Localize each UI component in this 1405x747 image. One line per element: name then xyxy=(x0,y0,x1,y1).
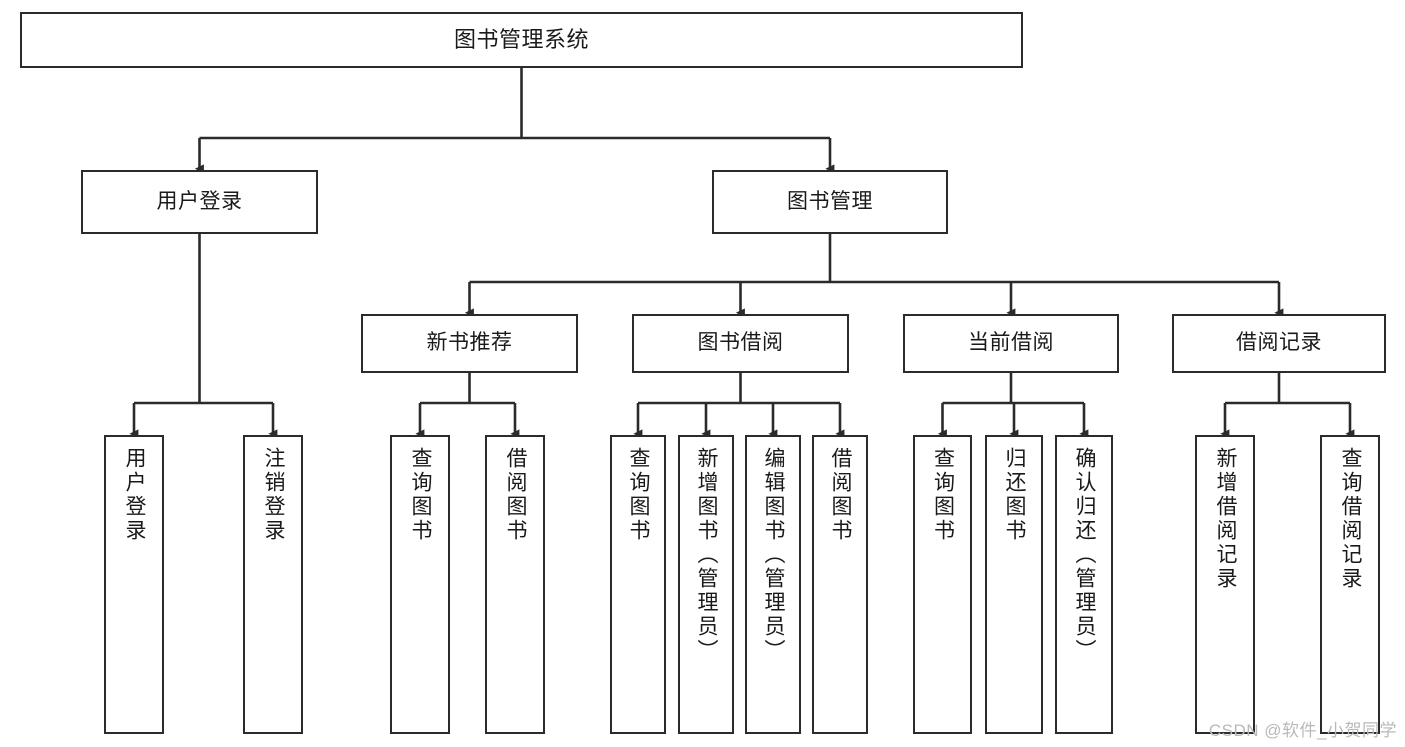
node-l-q1[interactable]: 查询图书 xyxy=(390,435,450,734)
node-label: 借阅图书 xyxy=(504,447,528,543)
node-l-q3[interactable]: 查询图书 xyxy=(913,435,972,734)
node-label: 注销登录 xyxy=(262,447,286,543)
node-label: 当前借阅 xyxy=(968,331,1054,355)
node-label: 图书管理 xyxy=(787,189,873,213)
node-l-ret[interactable]: 归还图书 xyxy=(985,435,1043,734)
node-label: 确认归还（管理员） xyxy=(1073,447,1097,663)
node-l-addrec[interactable]: 新增借阅记录 xyxy=(1195,435,1255,734)
csdn-watermark: CSDN @软件_小贺同学 xyxy=(1208,721,1397,740)
node-root[interactable]: 图书管理系统 xyxy=(20,12,1023,68)
node-label: 查询图书 xyxy=(627,447,651,543)
node-newrec[interactable]: 新书推荐 xyxy=(361,314,578,373)
node-label: 用户登录 xyxy=(156,189,243,213)
node-label: 查询图书 xyxy=(409,447,433,543)
node-label: 新增借阅记录 xyxy=(1214,447,1238,591)
node-l-q2[interactable]: 查询图书 xyxy=(610,435,666,734)
node-l-confirm[interactable]: 确认归还（管理员） xyxy=(1055,435,1113,734)
node-label: 借阅图书 xyxy=(829,447,853,543)
node-records[interactable]: 借阅记录 xyxy=(1172,314,1386,373)
node-label: 查询借阅记录 xyxy=(1339,447,1363,591)
node-label: 查询图书 xyxy=(931,447,955,543)
node-login[interactable]: 用户登录 xyxy=(81,170,318,234)
node-label: 图书借阅 xyxy=(697,331,784,355)
node-l-logout[interactable]: 注销登录 xyxy=(243,435,303,734)
node-label: 用户登录 xyxy=(123,447,147,543)
node-label: 新增图书（管理员） xyxy=(695,447,719,663)
node-borrow[interactable]: 图书借阅 xyxy=(632,314,849,373)
node-l-edit[interactable]: 编辑图书（管理员） xyxy=(745,435,801,734)
node-l-b1[interactable]: 借阅图书 xyxy=(485,435,545,734)
node-current[interactable]: 当前借阅 xyxy=(903,314,1119,373)
node-label: 图书管理系统 xyxy=(453,27,589,53)
node-l-qrec[interactable]: 查询借阅记录 xyxy=(1320,435,1380,734)
node-label: 归还图书 xyxy=(1003,447,1027,543)
node-l-login[interactable]: 用户登录 xyxy=(104,435,164,734)
node-label: 编辑图书（管理员） xyxy=(762,447,786,663)
node-label: 新书推荐 xyxy=(426,331,513,355)
node-label: 借阅记录 xyxy=(1236,331,1322,355)
node-l-add[interactable]: 新增图书（管理员） xyxy=(678,435,734,734)
node-l-b2[interactable]: 借阅图书 xyxy=(812,435,868,734)
node-bookmgmt[interactable]: 图书管理 xyxy=(712,170,948,234)
